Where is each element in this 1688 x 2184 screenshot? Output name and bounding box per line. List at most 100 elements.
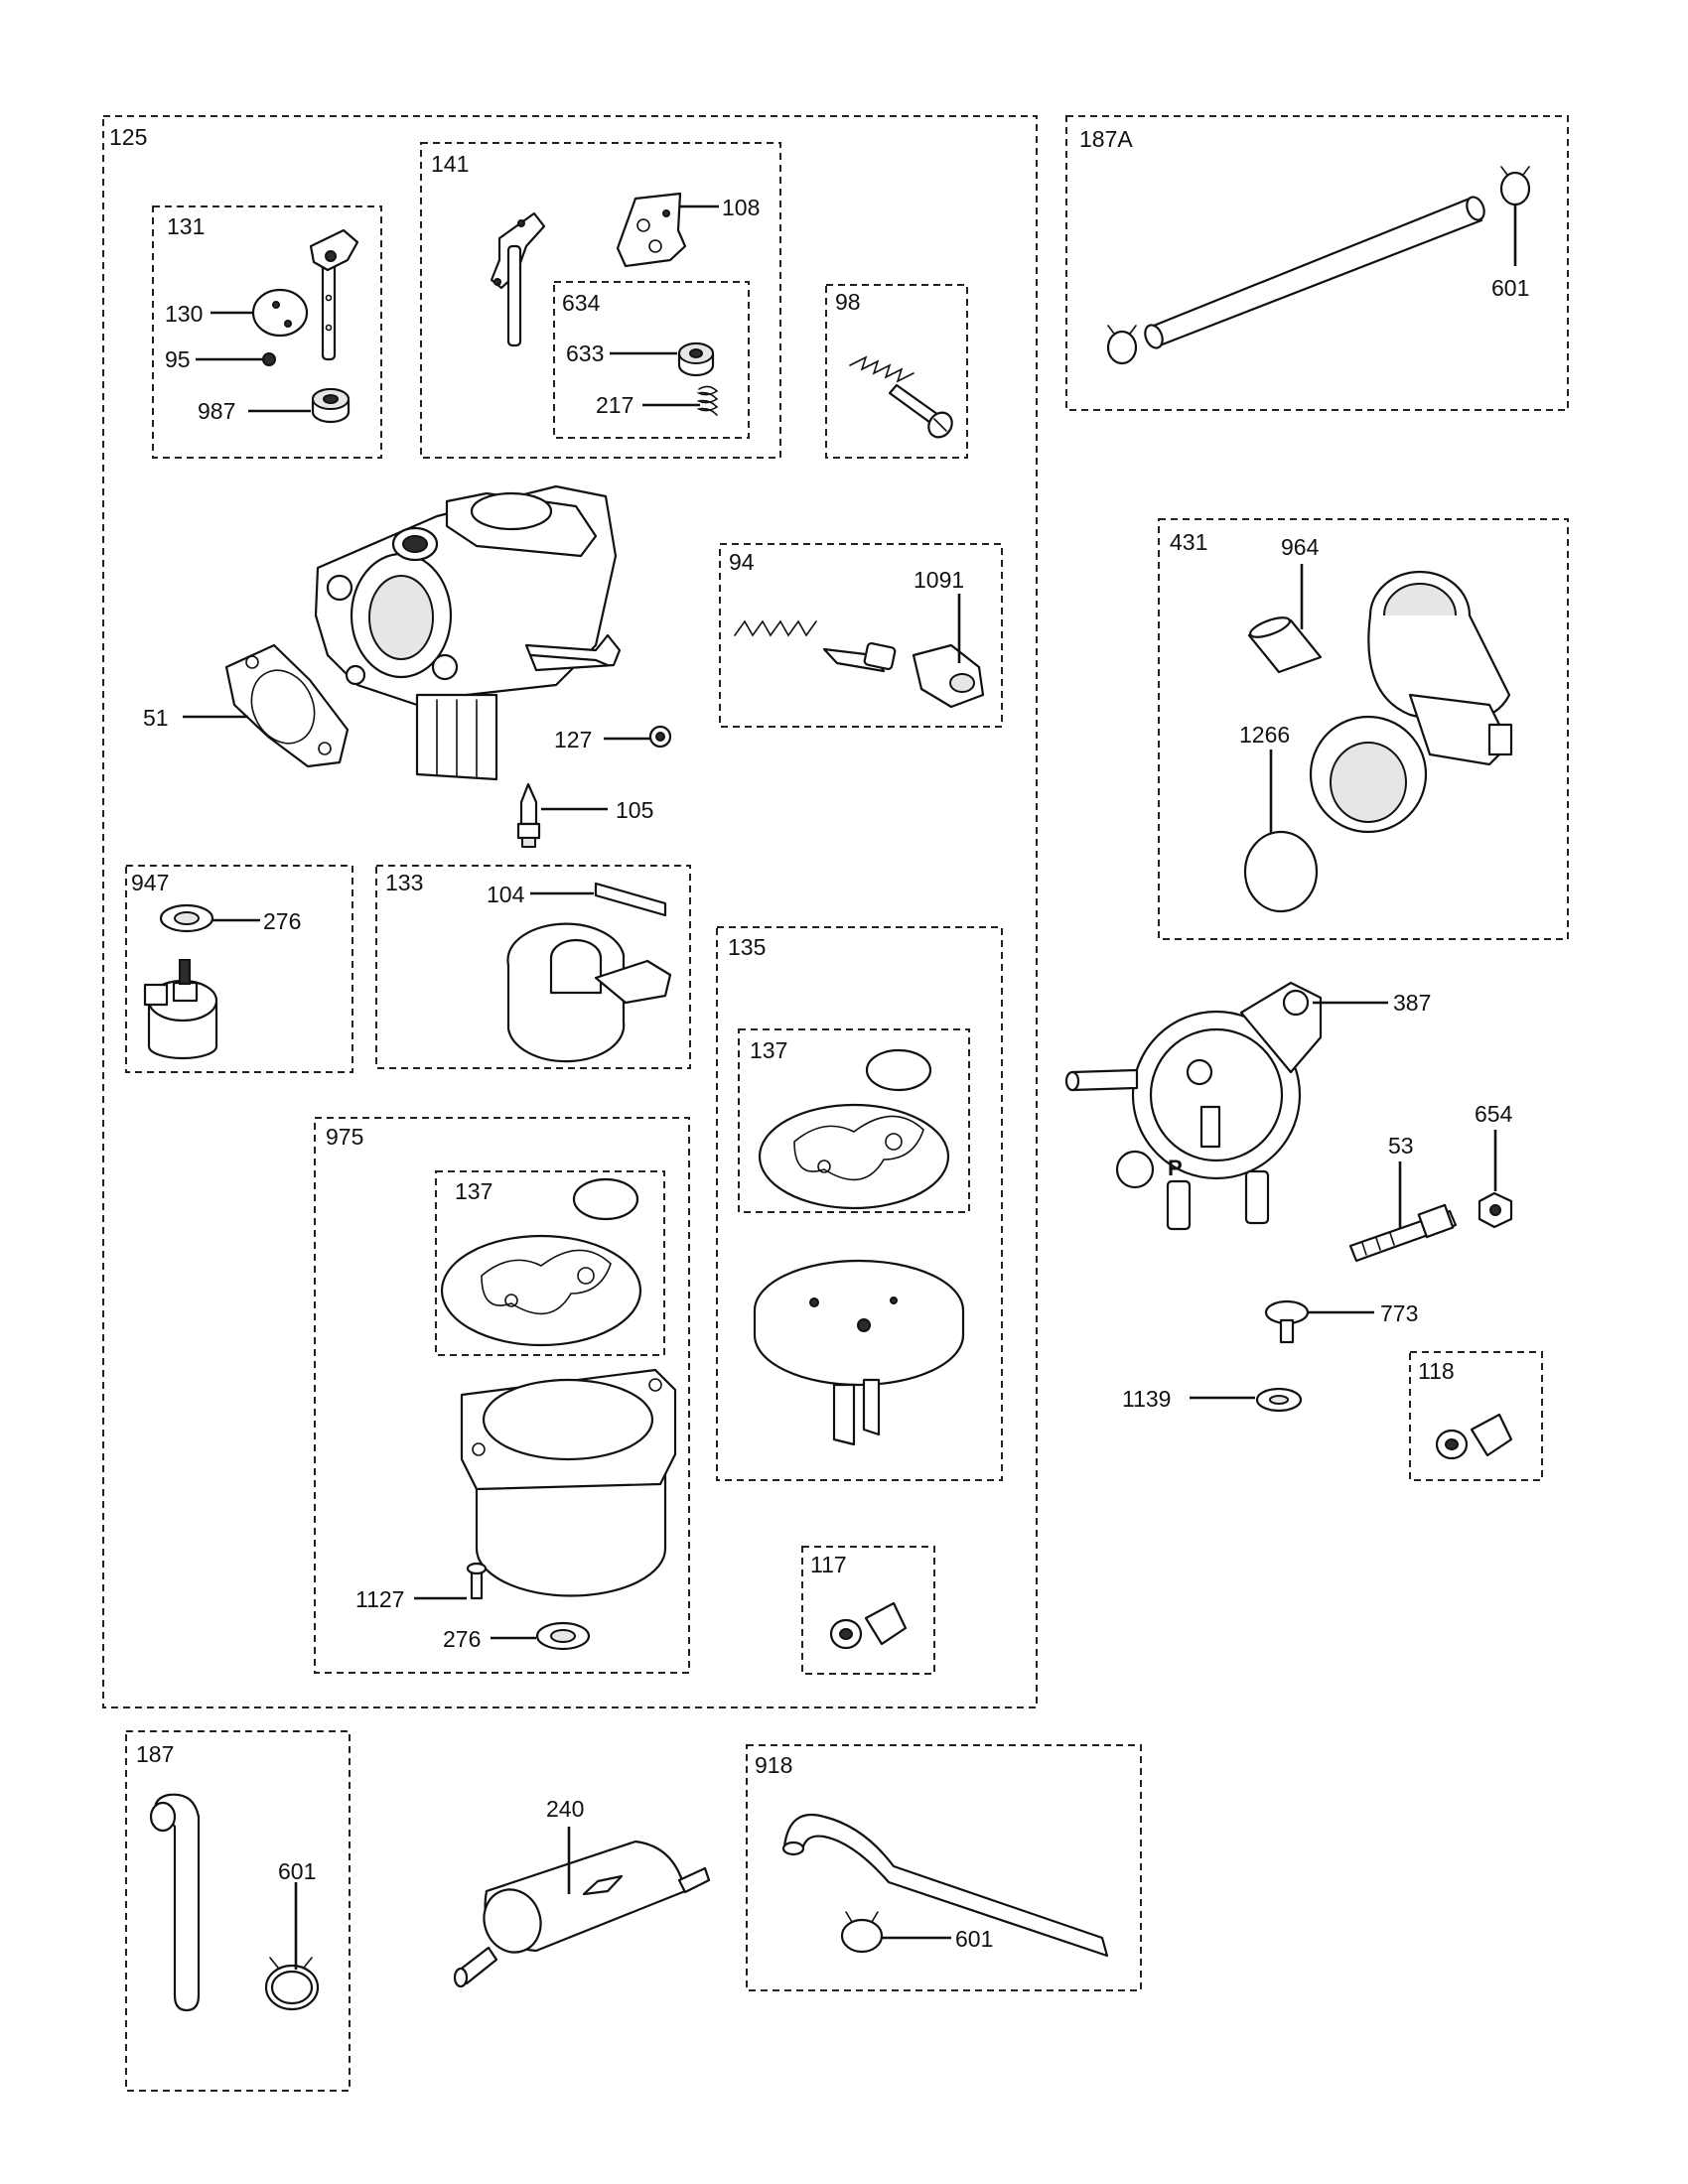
svg-text:127: 127 (554, 727, 592, 752)
callout-127: 127 (554, 727, 650, 752)
callout-104: 104 (487, 882, 594, 907)
group-label-975: 975 (326, 1124, 363, 1150)
bowl-screw-1127-part (466, 1562, 488, 1600)
svg-text:240: 240 (546, 1796, 584, 1822)
callout-276-lower: 276 (443, 1626, 536, 1652)
group-187A: 187A (1065, 115, 1569, 411)
group-94: 94 (719, 543, 1003, 728)
svg-text:51: 51 (143, 705, 169, 731)
idle-spring-part (849, 355, 914, 383)
group-label-947: 947 (131, 870, 169, 895)
svg-text:P: P (1168, 1156, 1183, 1180)
group-label-117: 117 (810, 1552, 847, 1577)
group-187: 187 (125, 1730, 351, 2092)
group-label-137-upper: 137 (750, 1037, 787, 1063)
tube-964-part (1247, 616, 1323, 674)
seal-987-part (311, 387, 351, 424)
callout-633: 633 (566, 341, 677, 366)
svg-text:601: 601 (278, 1858, 316, 1884)
callout-276-upper: 276 (212, 908, 301, 934)
mixture-screw-part (822, 641, 897, 673)
clamp-601-187-part (264, 1957, 320, 2011)
hose-918-part (781, 1813, 1109, 1958)
group-118: 118 (1409, 1351, 1543, 1481)
hose-187-part (149, 1793, 201, 2012)
group-label-918: 918 (755, 1752, 792, 1778)
washer-1139-part (1255, 1387, 1303, 1413)
idle-screw-part (888, 383, 953, 439)
group-label-187: 187 (136, 1741, 174, 1767)
group-label-98: 98 (835, 289, 861, 315)
group-label-131: 131 (167, 213, 205, 239)
svg-text:1091: 1091 (914, 567, 964, 593)
group-141: 141 (420, 142, 781, 459)
float-pin-104-part (594, 882, 667, 917)
group-label-187A: 187A (1079, 126, 1133, 152)
group-98: 98 (825, 284, 968, 459)
washer-276-upper-part (159, 903, 214, 933)
choke-plate-108-part (616, 192, 687, 268)
o-ring-137-lower-part (572, 1177, 639, 1221)
svg-text:964: 964 (1281, 534, 1320, 560)
group-634: 634 (553, 281, 750, 439)
clamp-601-upper-part (1499, 166, 1531, 206)
callout-964: 964 (1281, 534, 1320, 629)
clamp-601-918-part (840, 1911, 884, 1954)
fitting-117-part (829, 1601, 908, 1650)
throttle-shaft-part (309, 228, 359, 361)
needle-105-part (516, 782, 541, 848)
callout-773: 773 (1309, 1300, 1418, 1326)
nut-654-part (1477, 1191, 1513, 1229)
elbow-431-part (1309, 570, 1513, 834)
group-label-94: 94 (729, 549, 755, 575)
svg-text:217: 217 (596, 392, 633, 418)
svg-text:104: 104 (487, 882, 525, 907)
callout-1139: 1139 (1122, 1386, 1255, 1412)
callout-601-187: 601 (278, 1858, 316, 1970)
group-label-135: 135 (728, 934, 766, 960)
callout-53: 53 (1388, 1133, 1414, 1229)
svg-text:601: 601 (1491, 275, 1529, 301)
callout-130: 130 (165, 301, 253, 327)
fuel-pump-387-part: P (1064, 981, 1323, 1231)
o-ring-137-upper-part (865, 1048, 932, 1092)
seal-633-part (677, 341, 715, 377)
spring-94-part (734, 619, 817, 637)
svg-text:387: 387 (1393, 990, 1431, 1016)
svg-text:53: 53 (1388, 1133, 1414, 1159)
svg-text:108: 108 (722, 195, 760, 220)
callout-654: 654 (1475, 1101, 1513, 1191)
o-ring-1266-part (1243, 830, 1319, 913)
group-133: 133 (375, 865, 691, 1069)
washer-276-lower-part (535, 1621, 591, 1651)
screw-95-part (262, 352, 276, 366)
float-part (506, 922, 672, 1063)
carburetor-body-part (314, 484, 622, 781)
limiter-cap-1091-part (912, 643, 985, 709)
group-label-137-lower: 137 (455, 1178, 492, 1204)
group-label-118: 118 (1418, 1358, 1455, 1384)
callout-217: 217 (596, 392, 700, 418)
group-137-upper: 137 (738, 1028, 970, 1213)
svg-text:633: 633 (566, 341, 604, 366)
svg-text:276: 276 (263, 908, 301, 934)
svg-text:1139: 1139 (1122, 1386, 1171, 1412)
group-947: 947 (125, 865, 353, 1073)
callout-601-918: 601 (882, 1926, 993, 1952)
valve-773-part (1264, 1299, 1310, 1344)
choke-shaft-part (490, 211, 546, 347)
svg-text:1266: 1266 (1239, 722, 1290, 748)
float-bowl-part (460, 1368, 677, 1597)
callout-987: 987 (198, 398, 311, 424)
callout-601-187A: 601 (1491, 205, 1529, 301)
gasket-51-part (224, 643, 350, 768)
fitting-118-part (1435, 1413, 1513, 1460)
spring-217-part (696, 385, 719, 416)
callout-240: 240 (546, 1796, 584, 1894)
svg-text:654: 654 (1475, 1101, 1513, 1127)
svg-text:105: 105 (616, 797, 653, 823)
svg-text:773: 773 (1380, 1300, 1418, 1326)
fuel-solenoid-part (143, 959, 218, 1060)
gasket-137-upper-part (758, 1103, 950, 1210)
